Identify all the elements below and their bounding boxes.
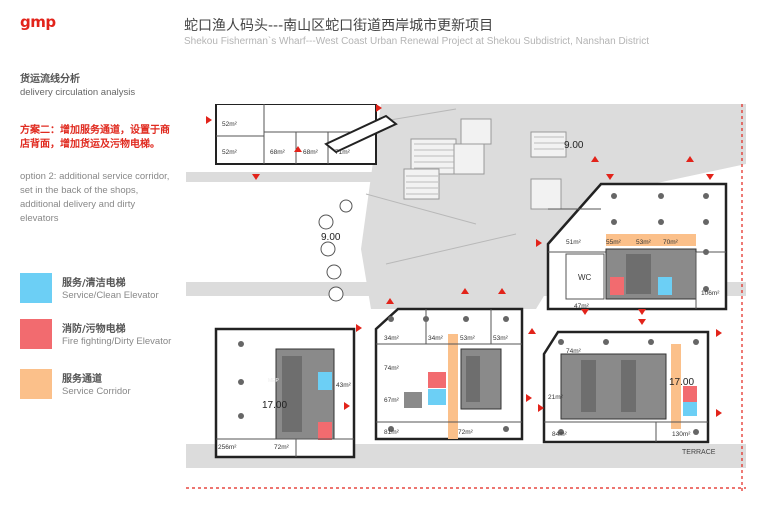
legend-label-cn: 服务通道 xyxy=(62,374,102,385)
building-bottom-right xyxy=(542,330,710,444)
room-area: 106m² xyxy=(701,290,720,297)
room-labels: 52m² 52m² 68m² 68m² 71m² 51m² 55m² 53m² … xyxy=(218,121,720,451)
structural-columns xyxy=(238,193,709,435)
legend-item-service-corridor: 服务通道 Service Corridor xyxy=(20,369,180,403)
level-label: 9.00 xyxy=(321,232,341,243)
room-area: 53m² xyxy=(493,335,509,342)
room-area: 74m² xyxy=(566,348,582,355)
site-boundary xyxy=(186,104,746,494)
option-description: option 2: additional service corridor, s… xyxy=(20,171,170,224)
legend-label-en: Service/Clean Elevator xyxy=(62,290,159,301)
room-area: 70m² xyxy=(663,239,679,246)
wc-label: WC xyxy=(578,273,592,282)
building-top-right xyxy=(546,182,728,311)
page-title: 蛇口渔人码头---南山区蛇口街道西岸城市更新项目 xyxy=(184,18,494,34)
legend-label-cn: 服务/清洁电梯 xyxy=(62,278,126,289)
room-area: 52m² xyxy=(222,121,238,128)
room-area: 68m² xyxy=(303,149,319,156)
room-area: 34m² xyxy=(384,335,400,342)
delivery-arrows xyxy=(206,104,722,417)
building-bottom-middle xyxy=(374,307,524,441)
room-area: 52m² xyxy=(222,149,238,156)
room-area: 43m² xyxy=(336,382,352,389)
room-area: 130m² xyxy=(672,431,691,438)
legend-item-dirty-elevator: 消防/污物电梯 Fire fighting/Dirty Elevator xyxy=(20,319,180,353)
legend-label-en: Service Corridor xyxy=(62,386,131,397)
legend-swatch-corridor xyxy=(20,369,52,399)
room-area: 47m² xyxy=(574,303,590,310)
building-bottom-left xyxy=(214,327,356,459)
page-subtitle: Shekou Fisherman`s Wharf---West Coast Ur… xyxy=(184,36,649,47)
room-area: 256m² xyxy=(218,444,237,451)
trees xyxy=(318,199,353,302)
room-area: 34m² xyxy=(428,335,444,342)
room-area: 68m² xyxy=(270,149,286,156)
legend-label-en: Fire fighting/Dirty Elevator xyxy=(62,336,172,347)
room-area: 71m² xyxy=(335,149,351,156)
level-label: 9.00 xyxy=(564,140,584,151)
building-top-left xyxy=(215,104,398,165)
room-area: 67m² xyxy=(384,397,400,404)
mep-label: MEP xyxy=(268,378,280,384)
legend-item-clean-elevator: 服务/清洁电梯 Service/Clean Elevator xyxy=(20,273,180,307)
legend-label-cn: 消防/污物电梯 xyxy=(62,324,126,335)
room-area: 53m² xyxy=(636,239,652,246)
terrace-label: TERRACE xyxy=(682,449,716,456)
room-area: 72m² xyxy=(274,444,290,451)
room-area: 21m² xyxy=(548,394,564,401)
room-area: 55m² xyxy=(606,239,622,246)
room-area: 81m² xyxy=(384,429,400,436)
legend-swatch-clean xyxy=(20,273,52,303)
section-subtitle: delivery circulation analysis xyxy=(20,87,136,98)
floor-plan: 9.00 9.00 17.00 17.00 52m² 52m² 68m² 68m… xyxy=(186,104,746,494)
room-area: 53m² xyxy=(460,335,476,342)
stair-hatch xyxy=(406,136,564,195)
room-area: 74m² xyxy=(384,365,400,372)
option-title: 方案二：增加服务通道，设置于商店背面，增加货运及污物电梯。 xyxy=(20,125,170,150)
room-area: 51m² xyxy=(566,239,582,246)
room-area: 72m² xyxy=(458,429,474,436)
room-area: 84m² xyxy=(552,431,568,438)
level-label: 17.00 xyxy=(669,377,694,388)
legend-swatch-dirty xyxy=(20,319,52,349)
gmp-logo: gmp xyxy=(20,13,56,31)
section-title: 货运流线分析 xyxy=(20,74,80,85)
level-label: 17.00 xyxy=(262,400,287,411)
